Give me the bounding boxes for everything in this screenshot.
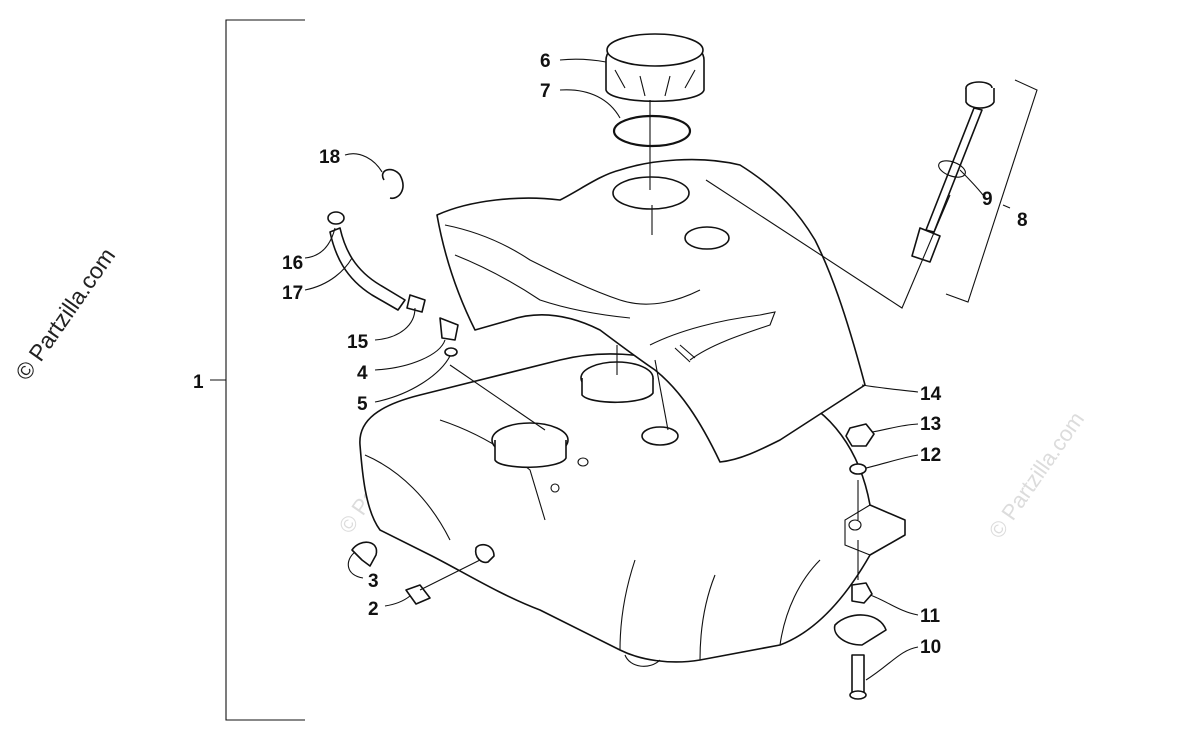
callout-6: 6 [540, 51, 551, 72]
leader-lines [304, 58, 984, 681]
dipstick [911, 81, 995, 263]
callout-labels: 1 2 3 4 5 6 7 8 9 10 11 12 13 14 15 16 1… [193, 51, 1028, 658]
callout-7: 7 [540, 81, 551, 102]
cap-o-ring [612, 114, 692, 148]
callout-10: 10 [920, 637, 941, 658]
mount-hardware [833, 423, 887, 700]
callout-11: 11 [920, 606, 941, 627]
assembly-bracket [210, 19, 305, 721]
tank-cover [436, 158, 866, 463]
callout-15: 15 [347, 332, 369, 353]
callout-2: 2 [368, 599, 379, 620]
dipstick-bracket [945, 79, 1038, 303]
callout-17: 17 [282, 283, 303, 304]
callout-14: 14 [920, 384, 942, 405]
callout-1: 1 [193, 372, 204, 393]
callout-16: 16 [282, 253, 303, 274]
callout-18: 18 [319, 147, 340, 168]
callout-8: 8 [1017, 210, 1028, 231]
callout-9: 9 [982, 189, 993, 210]
fuel-cap [605, 33, 705, 103]
callout-3: 3 [368, 571, 379, 592]
callout-5: 5 [357, 394, 368, 415]
vent-hose [327, 168, 459, 357]
drain-plug [405, 543, 495, 605]
callout-4: 4 [357, 363, 368, 384]
callout-13: 13 [920, 414, 941, 435]
watermark-3: © Partzilla.com [984, 407, 1090, 543]
callout-12: 12 [920, 445, 941, 466]
hose-clamp [351, 541, 378, 567]
